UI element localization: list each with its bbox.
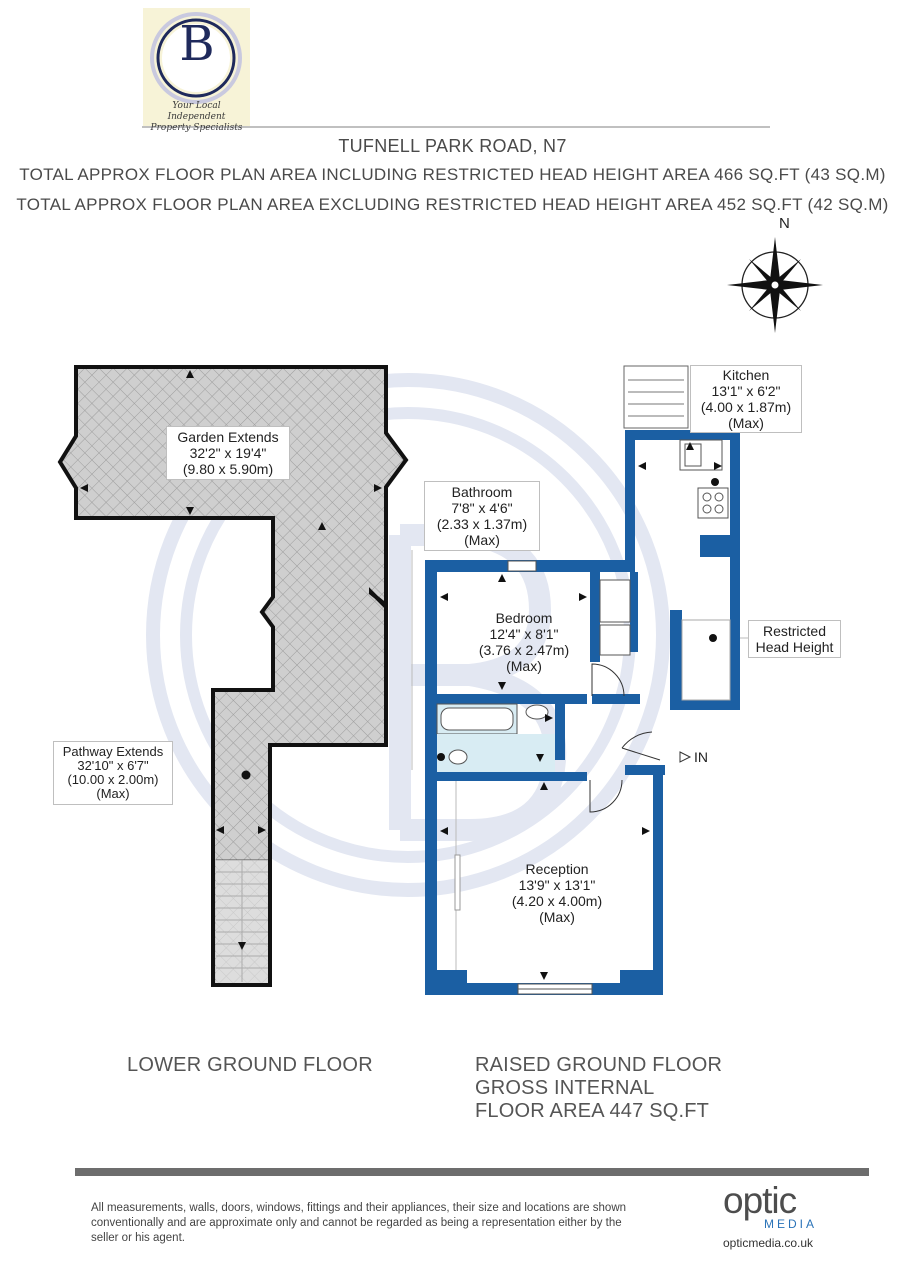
garden-label: Garden Extends 32'2" x 19'4" (9.80 x 5.9… (166, 426, 290, 480)
compass-rose (727, 237, 823, 333)
kitchen-label: Kitchen 13'1" x 6'2" (4.00 x 1.87m) (Max… (690, 365, 802, 433)
bedroom-note: (Max) (506, 658, 542, 674)
bathroom-imperial: 7'8" x 4'6" (451, 500, 513, 516)
raised-floor-line3: FLOOR AREA 447 SQ.FT (475, 1100, 710, 1122)
restricted-line2: Head Height (755, 639, 834, 655)
kitchen-name: Kitchen (722, 367, 770, 383)
bathroom-metric: (2.33 x 1.37m) (436, 516, 528, 532)
optic-media-url: opticmedia.co.uk (723, 1236, 814, 1250)
optic-media-logo: optic (723, 1180, 797, 1221)
logo-tagline: Your Local Independent Property Speciali… (143, 101, 250, 134)
bedroom-imperial: 12'4" x 8'1" (489, 626, 559, 642)
reception-note: (Max) (539, 909, 575, 925)
raised-ground-floor-title: RAISED GROUND FLOOR GROSS INTERNAL FLOOR… (475, 1054, 722, 1123)
lower-ground-outline (57, 365, 409, 987)
reception-label: Reception 13'9" x 13'1" (4.20 x 4.00m) (… (495, 861, 619, 925)
logo-emblem (150, 12, 242, 104)
garden-metric: (9.80 x 5.90m) (182, 461, 274, 477)
restricted-head-height-label: Restricted Head Height (748, 620, 841, 658)
kitchen-metric: (4.00 x 1.87m) (700, 399, 792, 415)
bedroom-label: Bedroom 12'4" x 8'1" (3.76 x 2.47m) (Max… (465, 610, 583, 674)
raised-ground-walls (425, 365, 740, 995)
logo-letter: B (179, 16, 215, 72)
pathway-name: Pathway Extends (62, 744, 164, 759)
reception-metric: (4.20 x 4.00m) (511, 893, 603, 909)
optic-media-sub: MEDIA (764, 1217, 818, 1231)
bathroom-note: (Max) (464, 532, 500, 548)
fittings (411, 409, 748, 995)
raised-floor-line1: RAISED GROUND FLOOR (475, 1054, 723, 1076)
garden-name: Garden Extends (177, 429, 279, 445)
lower-ground-floor-title: LOWER GROUND FLOOR (127, 1054, 373, 1076)
logo-tagline-line2: Property Specialists (150, 123, 243, 133)
pathway-label: Pathway Extends 32'10" x 6'7" (10.00 x 2… (53, 741, 173, 805)
garden-imperial: 32'2" x 19'4" (189, 445, 267, 461)
pathway-note: (Max) (96, 786, 130, 801)
bathroom-name: Bathroom (451, 484, 513, 500)
property-address: TUFNELL PARK ROAD, N7 (338, 136, 567, 156)
bedroom-name: Bedroom (495, 610, 553, 626)
area-excluding-restricted: TOTAL APPROX FLOOR PLAN AREA EXCLUDING R… (16, 195, 889, 214)
pathway-metric: (10.00 x 2.00m) (67, 772, 159, 787)
reception-name: Reception (525, 861, 589, 877)
reception-imperial: 13'9" x 13'1" (518, 877, 596, 893)
kitchen-imperial: 13'1" x 6'2" (711, 383, 781, 399)
bathroom-label: Bathroom 7'8" x 4'6" (2.33 x 1.37m) (Max… (424, 481, 540, 551)
raised-floor-line2: GROSS INTERNAL (475, 1077, 655, 1099)
entrance-label: IN (694, 749, 708, 765)
logo-tagline-line1: Your Local Independent (167, 101, 226, 122)
pathway-imperial: 32'10" x 6'7" (77, 758, 149, 773)
restricted-line1: Restricted (762, 623, 827, 639)
compass-north-label: N (779, 215, 790, 232)
area-including-restricted: TOTAL APPROX FLOOR PLAN AREA INCLUDING R… (19, 165, 886, 184)
kitchen-note: (Max) (728, 415, 764, 431)
disclaimer-text: All measurements, walls, doors, windows,… (91, 1202, 627, 1244)
bedroom-metric: (3.76 x 2.47m) (478, 642, 570, 658)
dimension-arrows (440, 442, 722, 980)
